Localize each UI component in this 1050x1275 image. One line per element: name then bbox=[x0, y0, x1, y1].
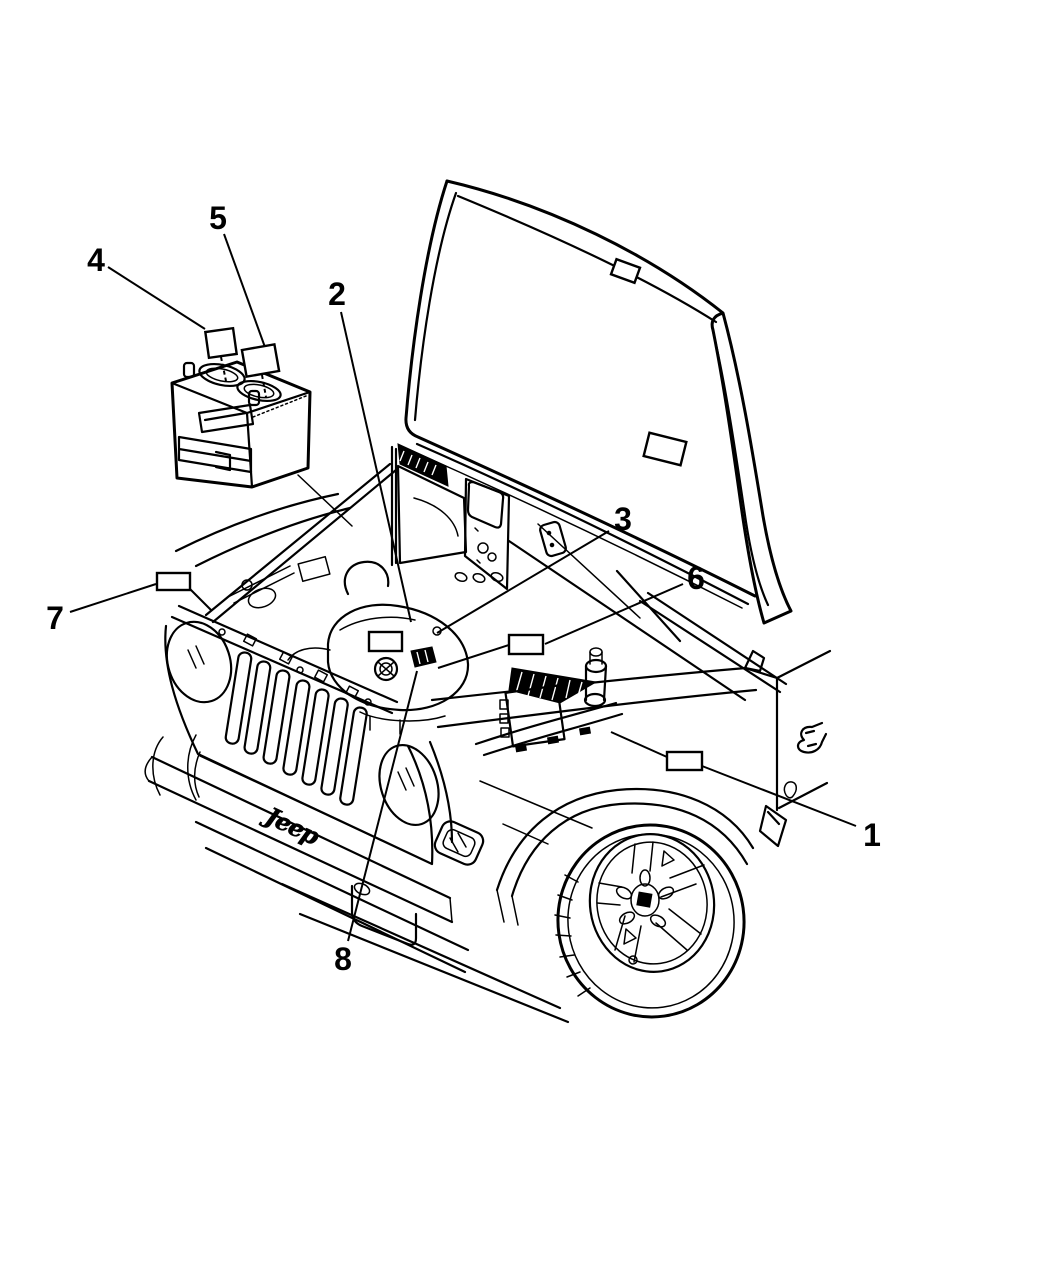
leader-line-1 bbox=[701, 765, 857, 827]
blank-label-near-7 bbox=[155, 571, 192, 592]
jeep-logo: Jeep bbox=[258, 799, 325, 851]
leader-line-4 bbox=[107, 266, 206, 330]
leader-line-3 bbox=[436, 530, 610, 634]
callout-number-2: 2 bbox=[328, 276, 346, 312]
left-headlight bbox=[165, 620, 233, 704]
leader-lines bbox=[69, 233, 857, 942]
front-wheel bbox=[554, 823, 746, 1019]
callout-number-6: 6 bbox=[687, 560, 705, 596]
engine-air-cleaner bbox=[229, 474, 470, 735]
callout-number-1: 1 bbox=[863, 817, 881, 853]
blank-label-near-6 bbox=[507, 633, 545, 656]
hood-open-panel bbox=[404, 179, 793, 625]
callout-numbers: 1 2 3 4 5 6 7 8 bbox=[46, 200, 881, 977]
blank-label-boxes bbox=[155, 257, 704, 772]
left-fender-lines bbox=[174, 462, 398, 624]
battery bbox=[170, 360, 312, 489]
turn-signal-lamp bbox=[433, 820, 485, 866]
label-connector-3 bbox=[610, 731, 668, 758]
label-connector-1 bbox=[189, 588, 213, 612]
callout-number-8: 8 bbox=[334, 941, 352, 977]
pcm-module bbox=[474, 647, 624, 757]
battery-terminal bbox=[182, 361, 196, 379]
hood-underside-label-lower bbox=[642, 431, 688, 467]
right-headlight bbox=[378, 743, 440, 827]
leader-line-8 bbox=[347, 670, 418, 942]
battery-label-left bbox=[203, 326, 239, 360]
reservoir-pump bbox=[583, 647, 608, 708]
hood-hook-icon bbox=[796, 721, 828, 754]
leader-line-6 bbox=[544, 583, 684, 645]
battery-label-right bbox=[240, 342, 281, 379]
cowl-windshield-base bbox=[507, 523, 788, 702]
dashed-connector-2 bbox=[261, 374, 267, 398]
callout-number-4: 4 bbox=[87, 242, 105, 278]
battery-terminal bbox=[247, 389, 261, 407]
hood-underside-label-upper bbox=[609, 257, 642, 285]
callout-number-5: 5 bbox=[209, 200, 227, 236]
leader-line-7 bbox=[69, 583, 157, 613]
leader-line-2 bbox=[340, 311, 412, 623]
right-fender bbox=[428, 666, 788, 926]
firewall-panel bbox=[390, 443, 567, 591]
grille-slots bbox=[224, 651, 368, 806]
drain-hole bbox=[783, 781, 797, 799]
blank-label-center bbox=[367, 630, 404, 653]
blank-label-near-1 bbox=[665, 750, 704, 772]
label-connector-2 bbox=[437, 644, 510, 669]
callout-number-3: 3 bbox=[614, 501, 632, 537]
front-bumper bbox=[144, 734, 570, 1024]
callout-number-7: 7 bbox=[46, 600, 64, 636]
leader-line-5 bbox=[223, 233, 267, 351]
cowl-side-panel bbox=[775, 649, 832, 812]
dashed-connector-lines bbox=[220, 356, 267, 398]
label-connector-lines bbox=[189, 588, 668, 758]
